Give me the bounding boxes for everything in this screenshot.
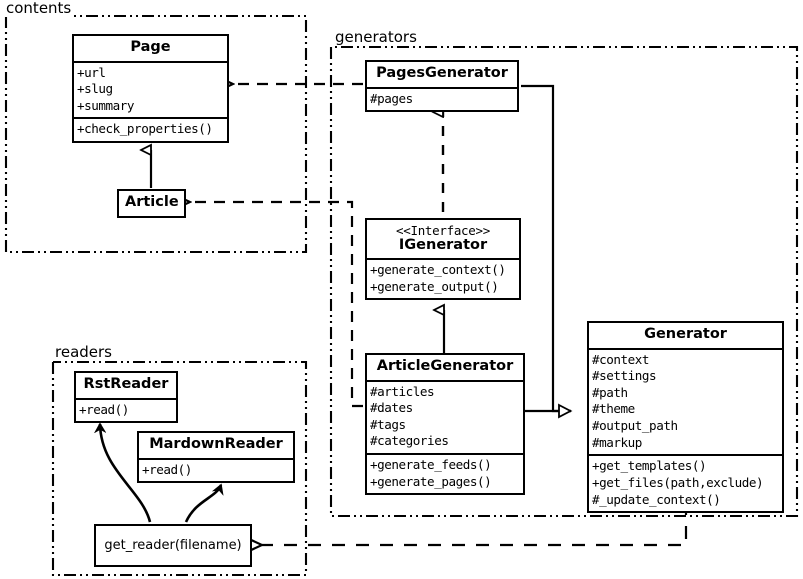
class-page-operation: +check_properties() — [77, 121, 213, 137]
class-pagesgenerator[interactable]: PagesGenerator #pages — [365, 60, 519, 113]
class-generator-name: Generator — [644, 326, 727, 342]
class-pagesgenerator-attributes: #pages — [367, 86, 517, 111]
class-articlegenerator-name: ArticleGenerator — [376, 358, 514, 374]
package-label-contents: contents — [4, 0, 75, 17]
class-page[interactable]: Page +url +slug +summary +check_properti… — [72, 34, 229, 144]
class-generator-operation: #_update_context() — [592, 491, 721, 507]
relationship-generators-extend-generator — [521, 84, 573, 419]
class-articlegenerator-operation: +generate_feeds() — [370, 457, 492, 473]
class-rstreader-name: RstReader — [83, 376, 169, 392]
class-igenerator[interactable]: <<Interface>> IGenerator +generate_conte… — [365, 218, 521, 301]
class-generator-operations: +get_templates() +get_files(path,exclude… — [589, 454, 782, 511]
function-get-reader[interactable]: get_reader(filename) — [94, 524, 252, 567]
class-articlegenerator-attribute: #categories — [370, 433, 449, 449]
class-igenerator-label: IGenerator — [398, 236, 488, 253]
class-mardownreader-operations: +read() — [139, 457, 293, 482]
class-pagesgenerator-attribute: #pages — [370, 90, 413, 106]
class-page-attribute: +summary — [77, 97, 135, 113]
class-articlegenerator-operations: +generate_feeds() +generate_pages() — [367, 453, 523, 493]
class-igenerator-stereotype: <<Interface>> — [396, 223, 490, 238]
function-get-reader-label: get_reader(filename) — [104, 538, 242, 553]
class-generator[interactable]: Generator #context #settings #path #them… — [587, 321, 784, 514]
class-articlegenerator-operation: +generate_pages() — [370, 473, 492, 489]
class-rstreader-operations: +read() — [76, 397, 176, 422]
class-generator-attribute: #markup — [592, 434, 642, 450]
class-generator-attribute: #output_path — [592, 418, 678, 434]
class-generator-attributes: #context #settings #path #theme #output_… — [589, 347, 782, 455]
relationship-articlegenerator-depends-article — [190, 202, 363, 408]
class-article[interactable]: Article — [117, 189, 186, 218]
class-article-name: Article — [125, 194, 179, 210]
class-mardownreader-operation: +read() — [142, 461, 192, 477]
class-articlegenerator-attributes: #articles #dates #tags #categories — [367, 379, 523, 453]
class-pagesgenerator-name: PagesGenerator — [376, 65, 508, 81]
class-generator-operation: +get_templates() — [592, 458, 707, 474]
class-articlegenerator[interactable]: ArticleGenerator #articles #dates #tags … — [365, 353, 525, 496]
relationship-getreader-creates-mardownreader — [184, 485, 221, 523]
class-page-attribute: +slug — [77, 81, 113, 97]
class-page-operations: +check_properties() — [74, 117, 227, 141]
package-label-readers: readers — [53, 343, 115, 361]
class-generator-attribute: #path — [592, 384, 628, 400]
class-mardownreader[interactable]: MardownReader +read() — [137, 431, 295, 484]
class-generator-operation: +get_files(path,exclude) — [592, 474, 764, 490]
class-rstreader[interactable]: RstReader +read() — [74, 371, 178, 424]
class-igenerator-operation: +generate_context() — [370, 262, 506, 278]
class-igenerator-operation: +generate_output() — [370, 278, 499, 294]
class-articlegenerator-attribute: #tags — [370, 416, 406, 432]
class-rstreader-operation: +read() — [79, 401, 129, 417]
class-generator-attribute: #context — [592, 351, 650, 367]
class-generator-attribute: #theme — [592, 401, 635, 417]
package-label-generators: generators — [333, 28, 420, 46]
class-generator-attribute: #settings — [592, 368, 657, 384]
class-articlegenerator-attribute: #dates — [370, 400, 413, 416]
class-articlegenerator-attribute: #articles — [370, 383, 435, 399]
class-igenerator-name: <<Interface>> IGenerator — [367, 220, 519, 258]
class-page-attributes: +url +slug +summary — [74, 60, 227, 118]
class-mardownreader-name: MardownReader — [149, 436, 283, 452]
class-page-attribute: +url — [77, 64, 106, 80]
class-page-name: Page — [130, 39, 171, 55]
class-igenerator-operations: +generate_context() +generate_output() — [367, 258, 519, 298]
